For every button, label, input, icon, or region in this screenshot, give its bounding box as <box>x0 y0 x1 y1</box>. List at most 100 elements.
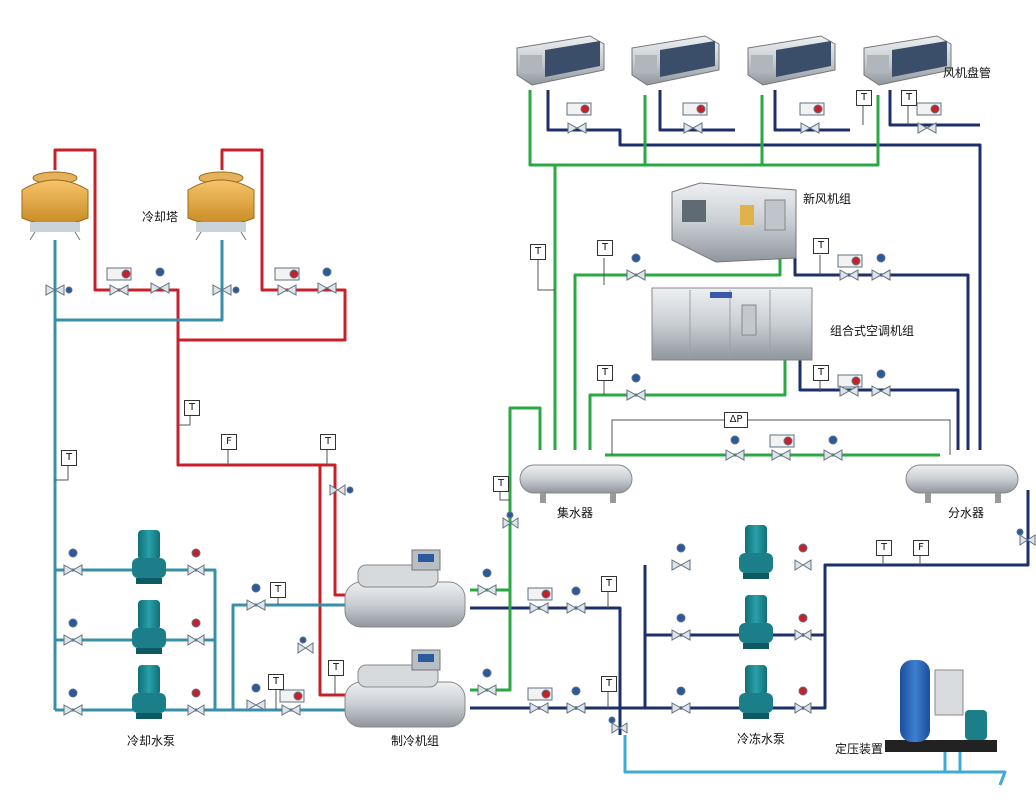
pressurization-unit <box>885 660 997 752</box>
gate-valve <box>871 369 891 397</box>
chilled-supply-pipes <box>470 90 1030 735</box>
chilled-water-pumps <box>739 525 773 719</box>
flow-sensor-tag: F <box>221 434 237 450</box>
temperature-sensor-tag: T <box>856 90 872 106</box>
motorized-valve <box>274 267 300 296</box>
temperature-sensor-tag: T <box>184 400 200 416</box>
gate-valve <box>477 668 497 696</box>
gate-valve <box>246 683 266 711</box>
motorized-valve <box>279 689 305 716</box>
motorized-valve <box>527 587 553 614</box>
check-valve <box>187 548 205 576</box>
check-valve <box>794 543 812 571</box>
pressurizer-label: 定压装置 <box>835 742 884 756</box>
temperature-sensor-tag: T <box>320 434 336 450</box>
chiller <box>344 549 466 628</box>
fan-coil-unit <box>631 35 720 86</box>
temperature-sensor-tag: T <box>270 582 286 598</box>
pump <box>132 600 166 654</box>
distributor-label: 分水器 <box>948 506 985 520</box>
motorized-valve <box>769 434 795 461</box>
temperature-sensor-tag: T <box>901 90 917 106</box>
gate-valve <box>871 253 891 281</box>
pump <box>739 595 773 649</box>
gate-valve <box>671 613 691 641</box>
gate-valve <box>477 568 497 596</box>
fan-coil-unit <box>863 35 952 86</box>
gate-valve <box>329 484 354 496</box>
cooling-water-pumps <box>132 530 166 719</box>
valves <box>45 102 1036 734</box>
check-valve <box>187 618 205 646</box>
motorized-valve <box>106 267 132 296</box>
motorized-valve <box>916 102 942 134</box>
cooling-supply-pipes <box>53 148 350 697</box>
temperature-sensor-tag: T <box>61 450 77 466</box>
temperature-sensor-tag: T <box>597 365 613 381</box>
cooling-tower <box>21 171 89 241</box>
chiller-label: 制冷机组 <box>391 734 440 748</box>
gate-valve <box>63 688 83 716</box>
gate-valve <box>671 686 691 714</box>
water-collector <box>519 464 633 503</box>
motorized-valve <box>837 254 863 281</box>
gate-valve <box>566 686 586 714</box>
gate-valve <box>63 618 83 646</box>
temperature-sensor-tag: T <box>601 576 617 592</box>
gate-valve <box>317 267 337 294</box>
motorized-valve <box>799 102 825 134</box>
gate-valve <box>671 543 691 571</box>
fan-coil-unit <box>747 35 836 86</box>
temperature-sensor-tag: T <box>493 476 509 492</box>
temperature-sensor-tag: T <box>530 244 546 260</box>
check-valve <box>794 613 812 641</box>
gate-valve <box>212 284 240 296</box>
ahu-label: 组合式空调机组 <box>830 324 915 338</box>
cooling-pump-label: 冷却水泵 <box>127 734 176 748</box>
gate-valve <box>626 253 646 281</box>
sensor-wiring <box>55 105 951 710</box>
motorized-valve <box>566 102 592 134</box>
gate-valve <box>626 373 646 401</box>
gate-valve <box>502 511 519 529</box>
chilled-pump-label: 冷冻水泵 <box>737 732 786 746</box>
fresh-air-unit <box>671 182 797 263</box>
motorized-valve <box>837 374 863 397</box>
check-valve <box>794 686 812 714</box>
gate-valve <box>297 636 314 654</box>
fan-coil-label: 风机盘管 <box>943 66 992 80</box>
collector-label: 集水器 <box>557 506 594 520</box>
air-handling-unit <box>651 287 813 361</box>
temperature-sensor-tag: T <box>813 365 829 381</box>
check-valve <box>187 688 205 716</box>
water-distributor <box>905 464 1019 503</box>
cooling-tower-label: 冷却塔 <box>142 210 179 224</box>
pump <box>739 525 773 579</box>
fan-coil-units <box>516 35 952 86</box>
temperature-sensor-tag: T <box>328 660 344 676</box>
pump <box>739 665 773 719</box>
fan-coil-unit <box>516 35 605 86</box>
gate-valve <box>608 716 628 734</box>
cooling-tower <box>187 171 255 241</box>
fresh-air-unit-label: 新风机组 <box>803 192 852 206</box>
temperature-sensor-tag: T <box>601 676 617 692</box>
gate-valve <box>150 267 170 294</box>
flow-sensor-tag: F <box>913 540 929 556</box>
pump <box>132 665 166 719</box>
gate-valve <box>246 583 266 611</box>
cooling-towers <box>21 171 255 241</box>
gate-valve <box>725 435 745 461</box>
gate-valve <box>1016 528 1036 546</box>
gate-valve <box>63 548 83 576</box>
differential-pressure-tag: ΔP <box>724 412 748 428</box>
temperature-sensor-tag: T <box>268 674 284 690</box>
temperature-sensor-tag: T <box>813 238 829 254</box>
gate-valve <box>45 284 73 296</box>
gate-valve <box>823 435 843 461</box>
motorized-valve <box>682 102 708 134</box>
gate-valve <box>566 586 586 614</box>
chiller-units <box>344 549 466 728</box>
